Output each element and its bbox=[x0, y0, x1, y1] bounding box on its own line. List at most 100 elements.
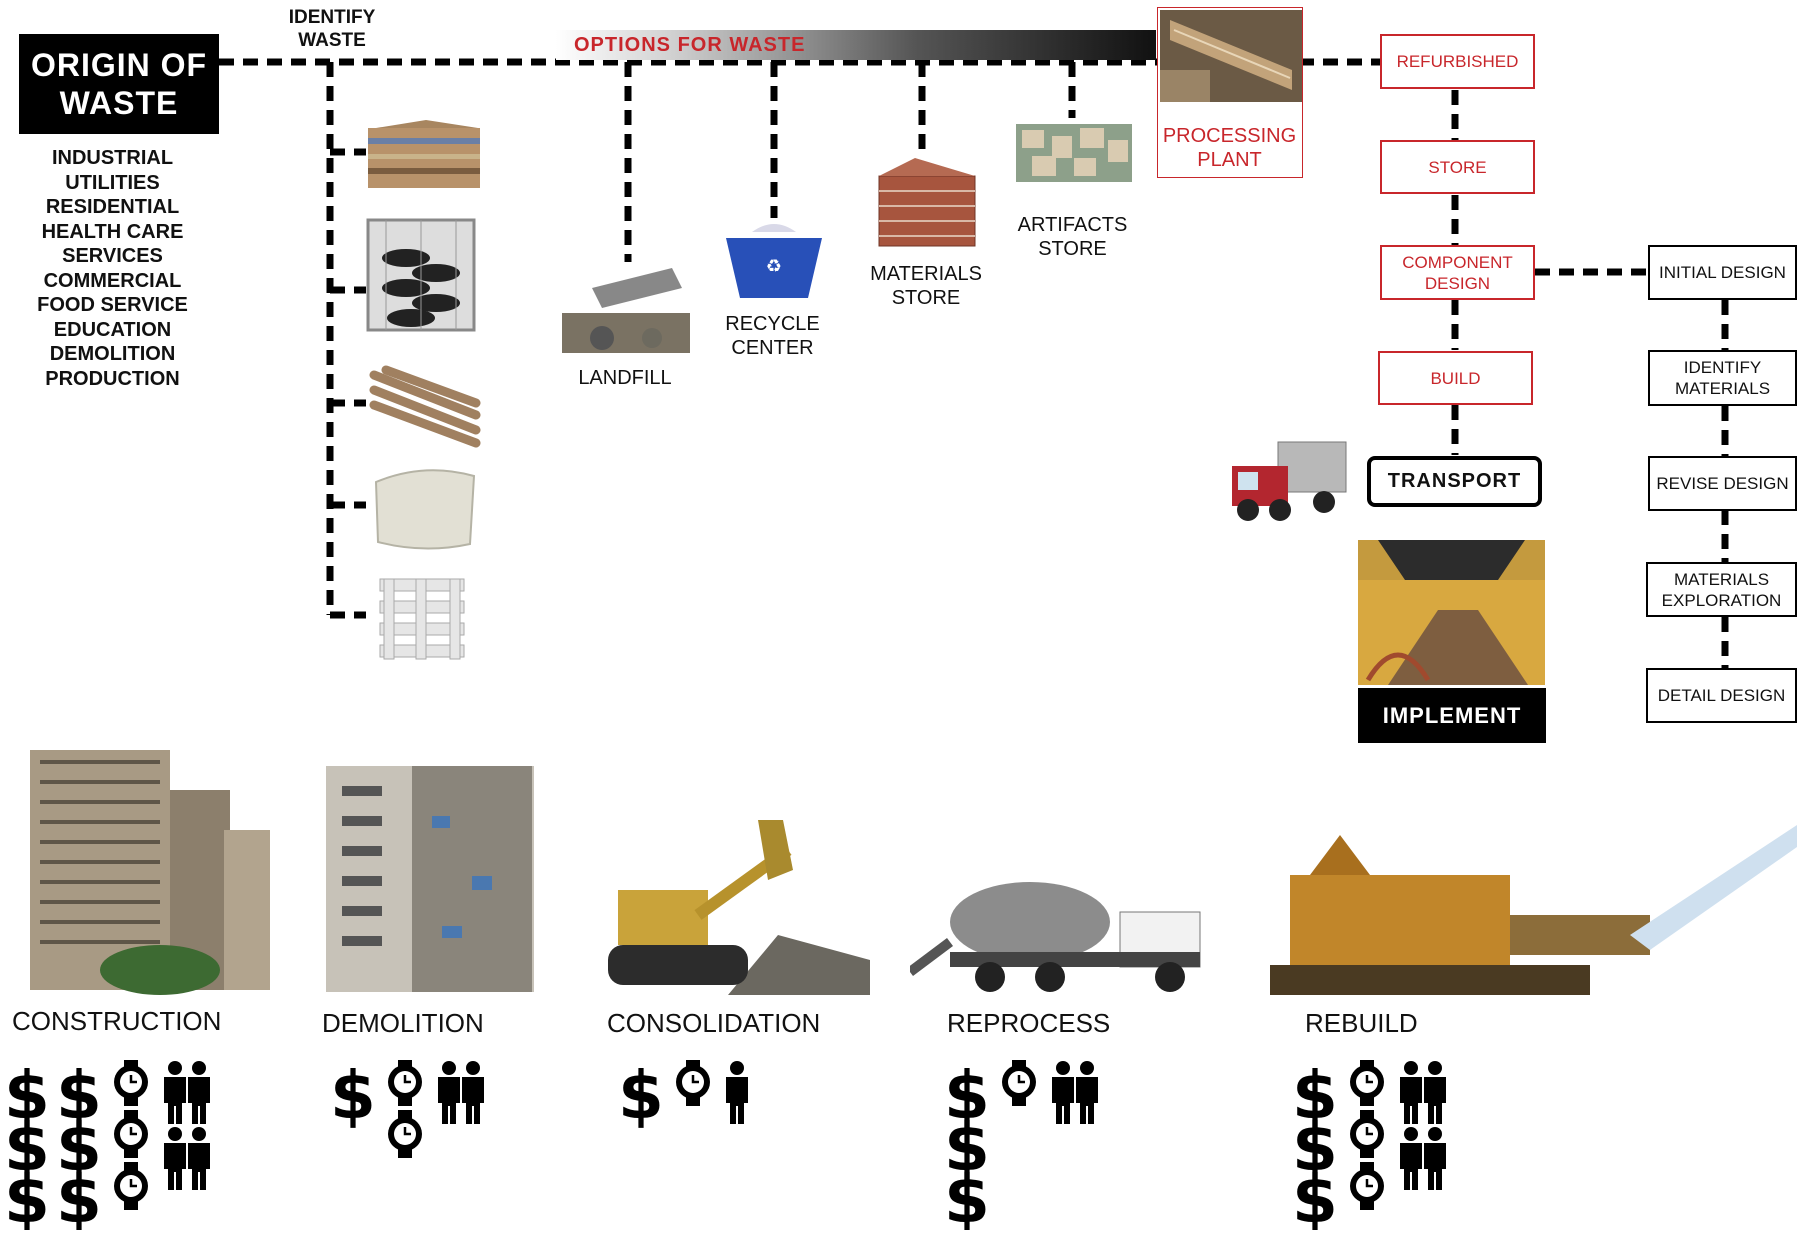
source-item: DEMOLITION bbox=[10, 342, 215, 367]
landfill-image bbox=[562, 268, 690, 353]
dollar-icon: $ bbox=[56, 1161, 102, 1230]
materials-store-label: MATERIALS STORE bbox=[850, 262, 1002, 310]
identify-materials-box: IDENTIFY MATERIALS bbox=[1648, 350, 1797, 406]
source-item: INDUSTRIAL bbox=[10, 146, 215, 171]
demolition-image bbox=[322, 756, 538, 994]
component-design-label: COMPONENT DESIGN bbox=[1398, 252, 1518, 294]
svg-text:♻: ♻ bbox=[766, 256, 782, 277]
implement-label: IMPLEMENT bbox=[1383, 703, 1522, 729]
resource-icons-svg: $$$ bbox=[1292, 1060, 1472, 1230]
initial-design-box: INITIAL DESIGN bbox=[1648, 245, 1797, 300]
detail-design-label: DETAIL DESIGN bbox=[1658, 685, 1786, 706]
interior-photo bbox=[1358, 540, 1545, 685]
resource-icons-svg: $$$$$$ bbox=[4, 1060, 234, 1230]
person-icon bbox=[1076, 1061, 1098, 1124]
resource-icons-svg: $ bbox=[618, 1060, 768, 1140]
transport-box: TRANSPORT bbox=[1367, 456, 1542, 507]
car-hood-image bbox=[370, 462, 478, 552]
processing-plant-box: PROCESSING PLANT bbox=[1157, 7, 1303, 178]
pipes-image bbox=[366, 365, 484, 450]
origin-sources-list: INDUSTRIAL UTILITIES RESIDENTIAL HEALTH … bbox=[10, 146, 215, 391]
dollar-icon: $ bbox=[1292, 1161, 1338, 1230]
refurbished-box: REFURBISHED bbox=[1380, 34, 1535, 89]
dollar-icon: $ bbox=[4, 1161, 50, 1230]
source-item: EDUCATION bbox=[10, 318, 215, 343]
person-icon bbox=[1052, 1061, 1074, 1124]
watch-icon bbox=[1350, 1060, 1384, 1106]
person-icon bbox=[188, 1127, 210, 1190]
watch-icon bbox=[114, 1110, 148, 1158]
resource-icons-svg: $ bbox=[330, 1060, 520, 1180]
person-icon bbox=[1400, 1127, 1422, 1190]
person-icon bbox=[1424, 1127, 1446, 1190]
materials-exploration-label: MATERIALS EXPLORATION bbox=[1648, 569, 1795, 611]
stage-label-construction: CONSTRUCTION bbox=[12, 1006, 221, 1036]
source-item: PRODUCTION bbox=[10, 367, 215, 392]
tire-cage-image bbox=[366, 218, 478, 333]
person-icon bbox=[438, 1061, 460, 1124]
truck-image bbox=[1228, 436, 1348, 524]
landfill-label: LANDFILL bbox=[560, 366, 690, 390]
origin-of-waste-box: ORIGIN OF WASTE bbox=[19, 34, 219, 134]
construction-image bbox=[10, 740, 272, 995]
identify-waste-label: IDENTIFY WASTE bbox=[270, 6, 394, 52]
person-icon bbox=[462, 1061, 484, 1124]
implement-box: IMPLEMENT bbox=[1358, 688, 1546, 743]
watch-icon bbox=[114, 1060, 148, 1106]
person-icon bbox=[1424, 1061, 1446, 1124]
source-item: COMMERCIAL bbox=[10, 269, 215, 294]
resources-rebuild: $$$ bbox=[1292, 1060, 1472, 1230]
resources-consolidation: $ bbox=[618, 1060, 768, 1140]
source-item: UTILITIES bbox=[10, 171, 215, 196]
person-icon bbox=[1400, 1061, 1422, 1124]
stage-label-consolidation: CONSOLIDATION bbox=[607, 1008, 820, 1038]
bricks-image bbox=[875, 156, 979, 250]
stage-label-demolition: DEMOLITION bbox=[322, 1008, 484, 1038]
artifacts-image bbox=[1012, 118, 1136, 188]
origin-title: ORIGIN OF WASTE bbox=[19, 46, 219, 122]
source-item: RESIDENTIAL bbox=[10, 195, 215, 220]
transport-label: TRANSPORT bbox=[1388, 470, 1521, 493]
source-item: FOOD SERVICE bbox=[10, 293, 215, 318]
stage-label-rebuild: REBUILD bbox=[1305, 1008, 1418, 1038]
materials-exploration-box: MATERIALS EXPLORATION bbox=[1646, 562, 1797, 617]
watch-icon bbox=[1350, 1110, 1384, 1158]
resource-icons-svg: $$$ bbox=[944, 1060, 1124, 1230]
build-label: BUILD bbox=[1430, 368, 1480, 389]
dollar-icon: $ bbox=[330, 1060, 376, 1134]
stage-label-reprocess: REPROCESS bbox=[947, 1008, 1110, 1038]
dollar-icon: $ bbox=[618, 1060, 664, 1134]
person-icon bbox=[164, 1061, 186, 1124]
cardboard-bale-image bbox=[366, 120, 484, 190]
person-icon bbox=[188, 1061, 210, 1124]
initial-design-label: INITIAL DESIGN bbox=[1659, 262, 1786, 283]
build-box: BUILD bbox=[1378, 351, 1533, 405]
watch-icon bbox=[676, 1060, 710, 1106]
watch-icon bbox=[388, 1110, 422, 1158]
processing-plant-label: PROCESSING PLANT bbox=[1158, 124, 1301, 172]
store-label: STORE bbox=[1428, 157, 1486, 178]
source-item: HEALTH CARE bbox=[10, 220, 215, 245]
person-icon bbox=[164, 1127, 186, 1190]
consolidation-image bbox=[608, 820, 870, 995]
resources-construction: $$$$$$ bbox=[4, 1060, 234, 1230]
refurbished-label: REFURBISHED bbox=[1397, 51, 1519, 72]
reprocess-image bbox=[910, 872, 1220, 994]
revise-design-label: REVISE DESIGN bbox=[1656, 473, 1788, 494]
recycle-bin-icon: ♻ bbox=[722, 222, 826, 300]
identify-materials-label: IDENTIFY MATERIALS bbox=[1650, 357, 1795, 399]
dollar-icon: $ bbox=[944, 1161, 990, 1230]
pallet-image bbox=[376, 575, 468, 663]
resources-demolition: $ bbox=[330, 1060, 520, 1180]
watch-icon bbox=[388, 1060, 422, 1106]
rebuild-image bbox=[1270, 825, 1797, 1005]
detail-design-box: DETAIL DESIGN bbox=[1646, 668, 1797, 723]
source-item: SERVICES bbox=[10, 244, 215, 269]
watch-icon bbox=[1350, 1162, 1384, 1210]
revise-design-box: REVISE DESIGN bbox=[1648, 456, 1797, 511]
watch-icon bbox=[114, 1162, 148, 1210]
options-for-waste-label: OPTIONS FOR WASTE bbox=[574, 34, 805, 57]
artifacts-store-label: ARTIFACTS STORE bbox=[1000, 213, 1145, 261]
person-icon bbox=[726, 1061, 748, 1124]
watch-icon bbox=[1002, 1060, 1036, 1106]
